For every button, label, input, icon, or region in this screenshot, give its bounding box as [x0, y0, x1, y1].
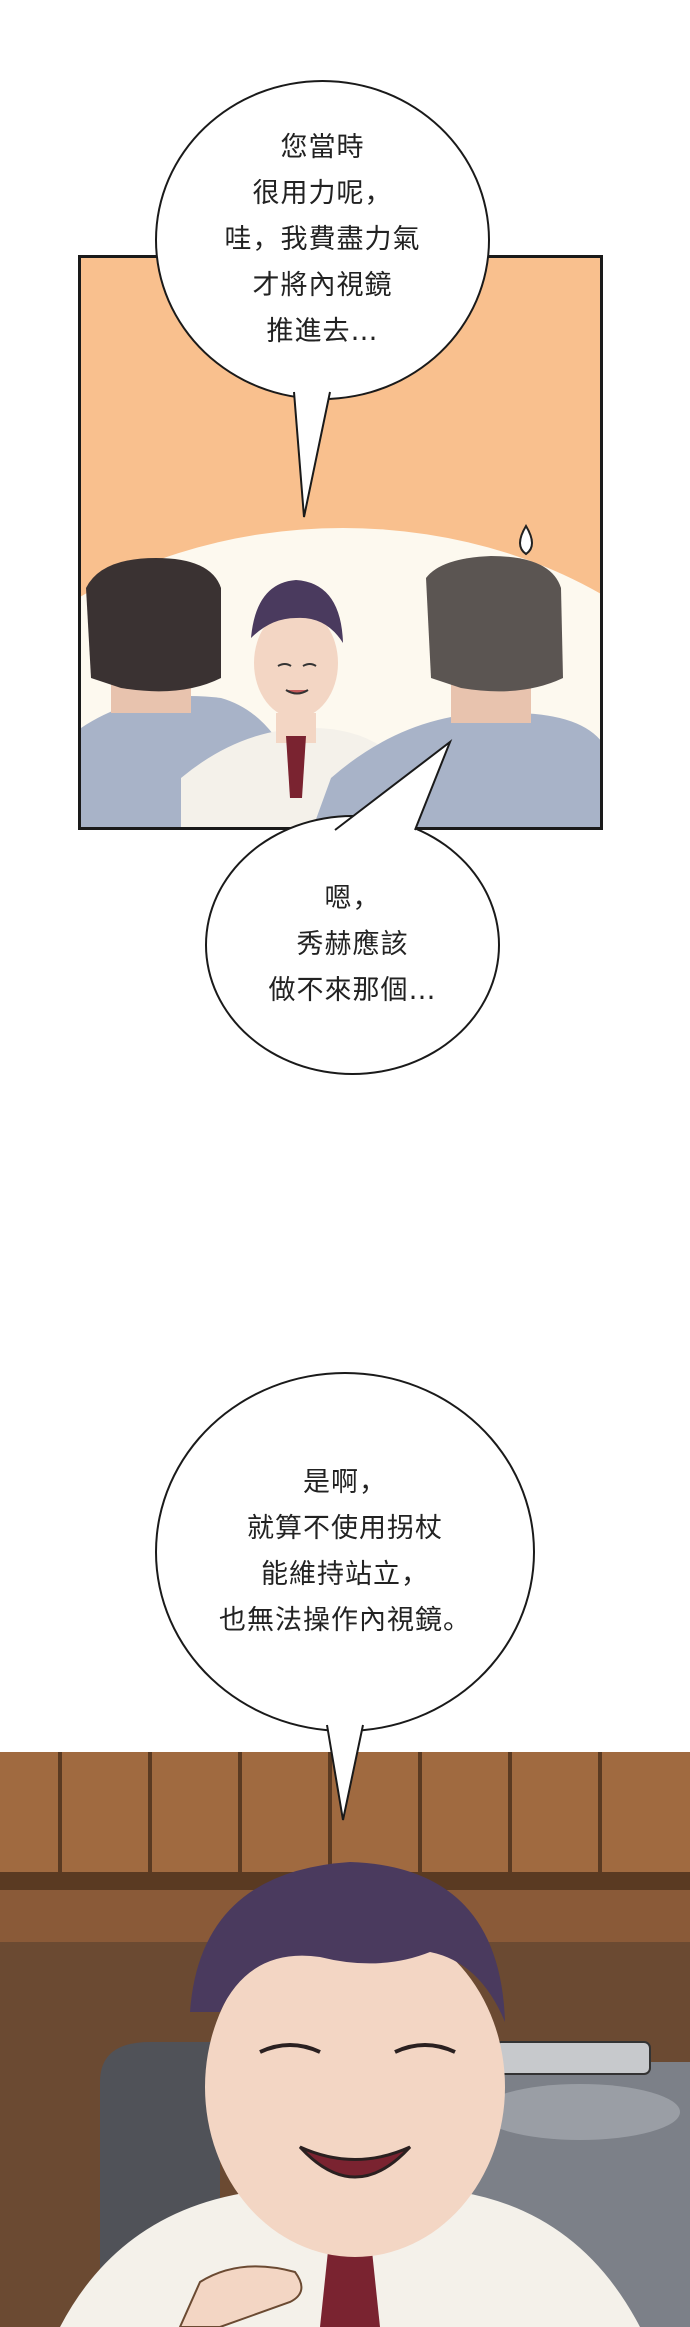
bubble-3-line-1: 是啊，: [303, 1467, 387, 1498]
speech-bubble-1-tail: [293, 391, 331, 518]
bubble-2-line-1: 嗯，: [324, 883, 381, 914]
bubble-2-line-3: 做不來那個…: [268, 975, 437, 1006]
doctor-illustration: [0, 1752, 690, 2327]
bubble-1-line-4: 才將內視鏡: [252, 270, 393, 301]
bubble-3-line-4: 也無法操作內視鏡。: [219, 1605, 471, 1636]
bubble-1-line-1: 您當時: [280, 132, 365, 163]
speech-bubble-3: 是啊， 就算不使用拐杖 能維持站立， 也無法操作內視鏡。: [155, 1372, 535, 1732]
smiling-doctor-panel: [0, 1752, 690, 2327]
bubble-1-line-2: 很用力呢，: [252, 178, 393, 209]
bubble-1-line-3: 哇，我費盡力氣: [224, 224, 421, 255]
left-man-figure: [81, 558, 310, 827]
speech-bubble-2: 嗯， 秀赫應該 做不來那個…: [205, 815, 500, 1075]
speech-bubble-3-tail: [326, 1724, 364, 1821]
bubble-2-line-2: 秀赫應該: [296, 929, 409, 960]
meeting-illustration: [81, 258, 600, 827]
bubble-3-line-3: 能維持站立，: [261, 1559, 429, 1590]
bubble-1-line-5: 推進去…: [266, 316, 379, 347]
speech-bubble-2-tail: [334, 739, 453, 831]
office-meeting-panel: [78, 255, 603, 830]
speech-bubble-1: 您當時 很用力呢， 哇，我費盡力氣 才將內視鏡 推進去…: [155, 80, 490, 400]
bubble-3-line-2: 就算不使用拐杖: [247, 1513, 443, 1544]
